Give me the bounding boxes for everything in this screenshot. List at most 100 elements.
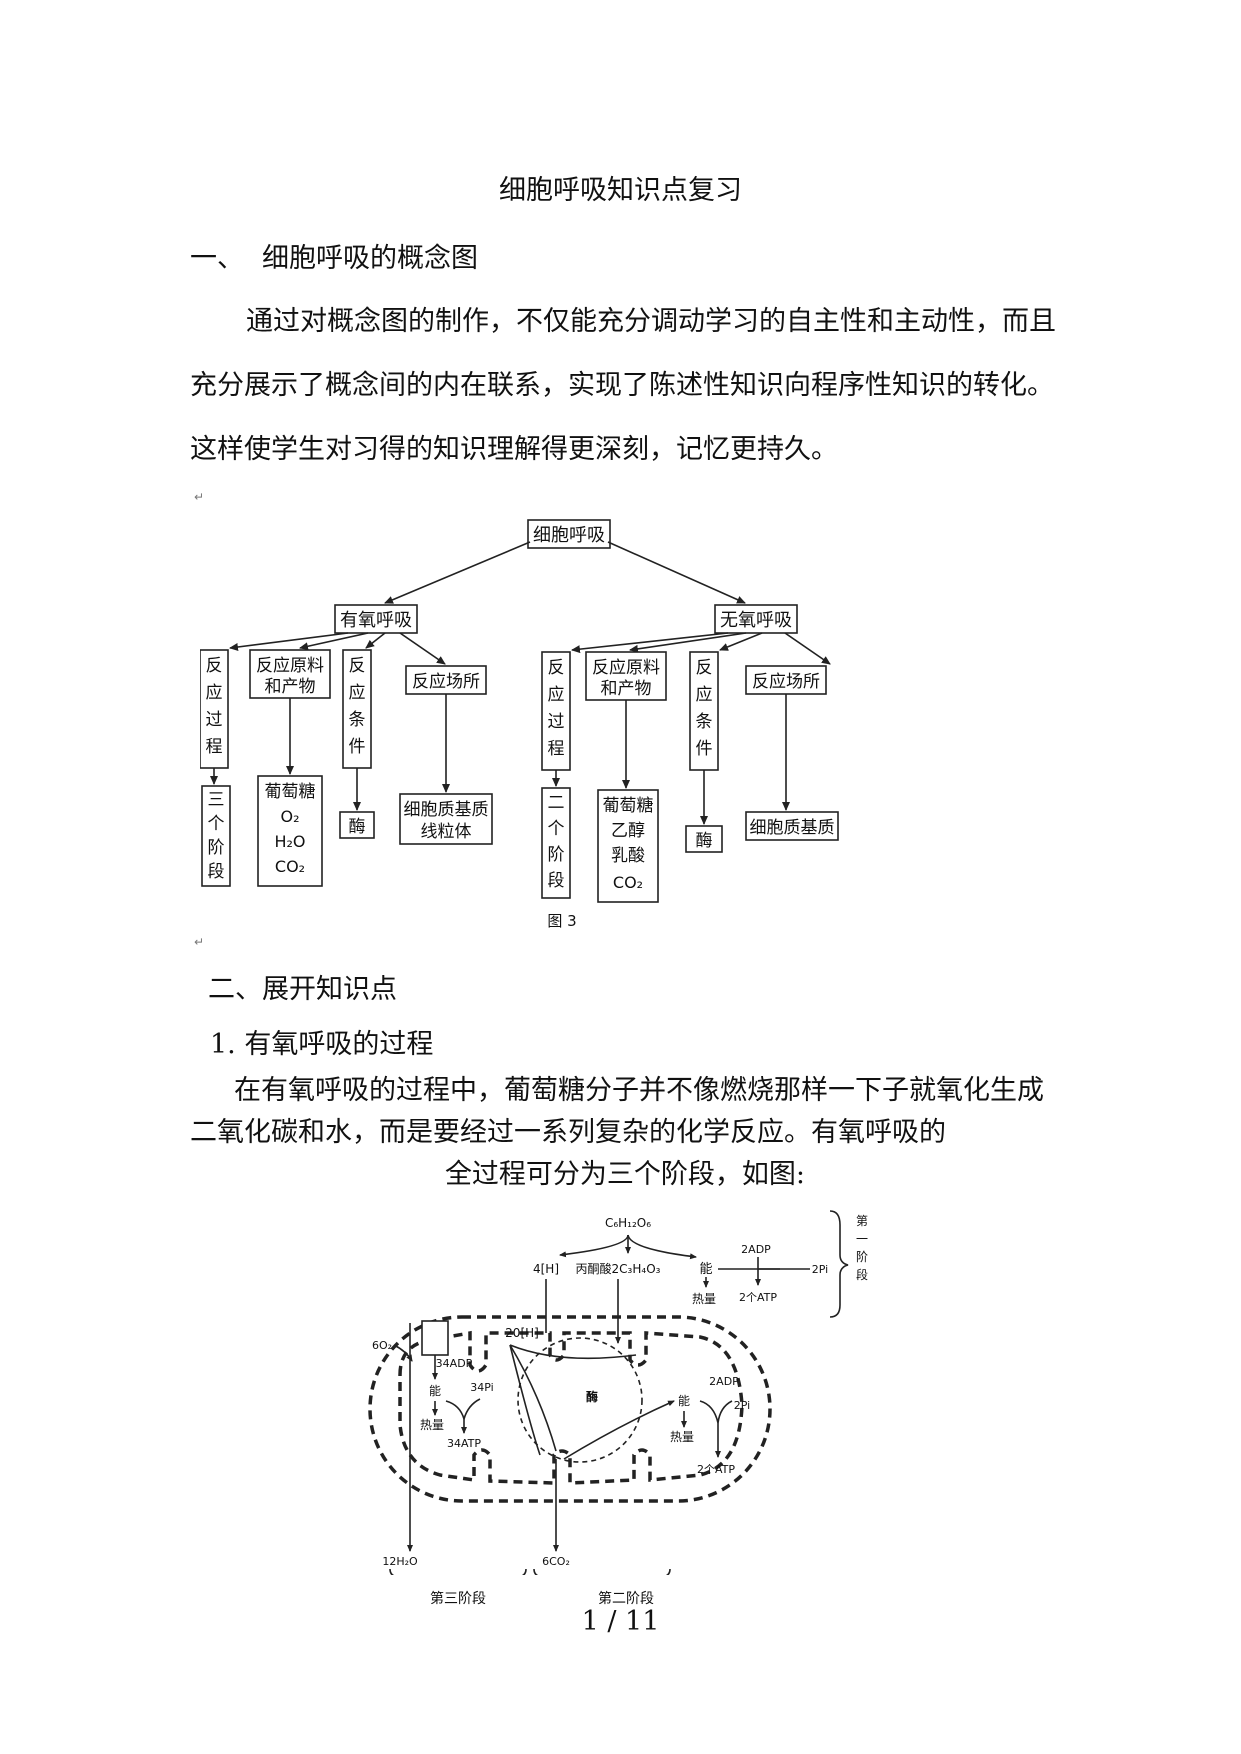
anaerobic-material-3: 乳酸	[611, 846, 645, 866]
svg-text:条: 条	[696, 712, 713, 732]
h20-label: 20[H]	[505, 1326, 539, 1340]
aerobic-material-1: 葡萄糖	[265, 782, 316, 802]
stage3-brace	[389, 1568, 527, 1575]
aerobic-box	[334, 604, 418, 634]
svg-text:应: 应	[206, 683, 223, 703]
aerobic-label: 有氧呼吸	[340, 610, 412, 631]
anaerobic-enzyme-box	[685, 825, 723, 853]
aerobic-enzyme: 酶	[349, 817, 366, 837]
join-atp34	[445, 1398, 481, 1420]
arrow-root-aerobic	[384, 541, 531, 604]
arrow-root-anaerobic	[607, 541, 746, 604]
svg-text:一: 一	[856, 1232, 868, 1246]
aerobic-site-label: 反应场所	[412, 672, 480, 692]
arrow-anaerobic-process	[571, 632, 729, 654]
arrow-o2-in	[393, 1344, 413, 1362]
aerobic-material-3: H₂O	[274, 832, 305, 851]
stage3-label: 第三阶段	[430, 1591, 486, 1607]
svg-text:阶: 阶	[208, 838, 225, 858]
anaerobic-material-1: 葡萄糖	[603, 796, 654, 816]
svg-text:阶: 阶	[856, 1250, 868, 1264]
aerobic-materials-line2: 和产物	[265, 677, 316, 697]
anaerobic-material-2: 乙醇	[611, 821, 645, 841]
svg-text:反: 反	[206, 656, 223, 676]
atp2-label-2: 2个ATP	[697, 1463, 735, 1476]
svg-text:件: 件	[696, 739, 713, 759]
aerobic-site-1: 细胞质基质	[404, 800, 489, 820]
aerobic-site-2: 线粒体	[421, 822, 472, 842]
matrix-circle	[517, 1337, 643, 1463]
aerobic-condition-box	[342, 649, 372, 769]
energy-label-2: 能	[678, 1394, 690, 1408]
page-title: 细胞呼吸知识点复习	[499, 175, 742, 206]
h-line-3	[509, 1344, 541, 1456]
heat-label-1: 热量	[692, 1292, 716, 1306]
page-number: 1 / 11	[581, 1606, 660, 1637]
aerobic-materials-list-box	[257, 775, 323, 887]
adp2-label-2: 2ADP	[709, 1375, 739, 1388]
svg-text:件: 件	[349, 737, 366, 757]
join-atp2	[699, 1400, 733, 1424]
adp34-label: 34ADP	[436, 1357, 473, 1370]
figure-caption: 图 3	[547, 912, 576, 930]
aerobic-materials-box	[249, 649, 331, 699]
section-heading-2: 二、展开知识点	[208, 974, 397, 1005]
heat-label-2: 热量	[670, 1430, 694, 1444]
atp34-label: 34ATP	[447, 1437, 481, 1450]
arrow-glucose-energy	[627, 1234, 697, 1260]
aerobic-process-diagram: C₆H₁₂O₆ 4[H] 丙酮酸2C₃H₄O₃ 能 2ADP 2Pi 热量 2个…	[368, 1210, 868, 1575]
arrow-glucose-h	[559, 1234, 629, 1258]
paragraph-mark-icon: ↵	[194, 935, 205, 949]
pi2-label: 2Pi	[812, 1263, 828, 1276]
anaerobic-site-label: 反应场所	[752, 672, 820, 692]
pi34-label: 34Pi	[470, 1381, 493, 1394]
anaerobic-materials-list-box	[597, 789, 659, 903]
anaerobic-site-list-box	[745, 811, 839, 841]
adp2-label: 2ADP	[741, 1243, 771, 1256]
svg-text:程: 程	[548, 739, 565, 759]
arrow-matrix-energy	[563, 1400, 675, 1460]
anaerobic-site-box	[745, 665, 827, 695]
co2-label: 6CO₂	[542, 1555, 570, 1568]
anaerobic-condition-box	[689, 651, 719, 771]
aerobic-paragraph: 在有氧呼吸的过程中，葡萄糖分子并不像燃烧那样一下子就氧化生成二氧化碳和水，而是要…	[190, 1075, 1044, 1148]
arrow-aerobic-condition	[365, 632, 386, 649]
aerobic-material-4: CO₂	[275, 857, 305, 876]
aerobic-materials-line1: 反应原料	[256, 656, 324, 676]
svg-text:条: 条	[349, 710, 366, 730]
glucose-label: C₆H₁₂O₆	[605, 1216, 651, 1230]
arrow-anaerobic-site	[784, 632, 831, 665]
atp2-label-1: 2个ATP	[739, 1291, 777, 1304]
svg-text:应: 应	[548, 685, 565, 705]
svg-text:反: 反	[696, 658, 713, 678]
anaerobic-site-1: 细胞质基质	[750, 818, 835, 838]
section-number-1: 一、	[190, 243, 244, 274]
svg-text:第: 第	[856, 1214, 868, 1228]
arrow-aerobic-materials	[299, 632, 369, 651]
anaerobic-process-box	[541, 651, 571, 771]
svg-text:个: 个	[548, 819, 565, 839]
svg-text:过: 过	[206, 710, 223, 730]
svg-text:段: 段	[548, 871, 565, 891]
svg-text:阶: 阶	[548, 845, 565, 865]
svg-text:段: 段	[856, 1267, 868, 1282]
o2-label: 6O₂	[372, 1339, 392, 1352]
anaerobic-stages-box	[541, 787, 571, 899]
stage2-brace	[533, 1568, 671, 1575]
aerobic-material-2: O₂	[280, 807, 299, 826]
anaerobic-materials-line1: 反应原料	[592, 658, 660, 678]
complex-box	[421, 1320, 449, 1356]
section-heading-1: 一、细胞呼吸的概念图	[190, 236, 478, 275]
anaerobic-box	[714, 604, 798, 634]
svg-text:反: 反	[349, 656, 366, 676]
heat-label-3: 热量	[420, 1418, 444, 1432]
anaerobic-materials-box	[585, 651, 667, 701]
h4-label: 4[H]	[533, 1262, 559, 1276]
aerobic-paragraph-end: 全过程可分为三个阶段，如图:	[444, 1159, 806, 1190]
